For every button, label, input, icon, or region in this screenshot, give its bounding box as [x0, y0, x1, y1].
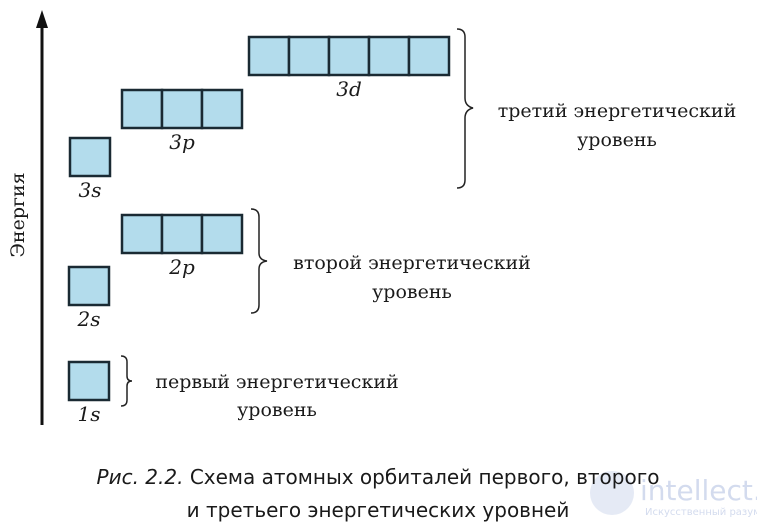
watermark-subtitle: Искусственный разум: [645, 507, 757, 518]
orbital-cell: [67, 265, 111, 307]
orbital-cell: [287, 35, 331, 77]
brace-level-2: [250, 208, 268, 314]
level-3-line2: уровень: [577, 129, 657, 151]
caption-line1: Рис. 2.2. Схема атомных орбиталей первог…: [97, 465, 660, 489]
energy-axis-label: Энергия: [7, 172, 29, 257]
orbital-3s: 3s: [68, 136, 112, 202]
orbital-2p: 2p: [120, 213, 244, 279]
orbital-3p: 3p: [120, 88, 244, 154]
level-1-line1: первый энергетический: [155, 371, 398, 393]
watermark-title: intellect.icu: [640, 474, 757, 507]
orbital-2s: 2s: [67, 265, 111, 331]
level-2-line2: уровень: [372, 281, 452, 303]
orbitals: 1s 2s 2p 3s 3p 3d: [67, 35, 451, 426]
orbital-label: 3d: [336, 77, 362, 101]
orbital-cell: [120, 88, 164, 130]
caption-line2: и третьего энергетических уровней: [187, 498, 570, 522]
energy-axis: [36, 10, 48, 425]
orbital-3d: 3d: [247, 35, 451, 101]
orbital-label: 2s: [77, 307, 101, 331]
brace-level-3: [456, 28, 474, 189]
orbital-cell: [160, 213, 204, 255]
brace-level-1: [120, 355, 133, 407]
orbital-cell: [160, 88, 204, 130]
orbital-label: 2p: [168, 255, 195, 279]
watermark-logo-icon: [590, 471, 634, 515]
level-2-line1: второй энергетический: [293, 252, 531, 274]
orbital-label: 3s: [79, 178, 102, 202]
orbital-label: 3p: [169, 130, 195, 154]
orbital-cell: [200, 213, 244, 255]
orbital-cell: [367, 35, 411, 77]
caption-prefix: Рис. 2.2.: [97, 465, 184, 489]
orbital-label: 1s: [78, 402, 101, 426]
orbital-cell: [200, 88, 244, 130]
level-3-line1: третий энергетический: [498, 100, 737, 122]
orbital-1s: 1s: [67, 360, 111, 426]
orbital-cell: [407, 35, 451, 77]
orbital-cell: [68, 136, 112, 178]
orbital-cell: [247, 35, 291, 77]
arrow-up-icon: [36, 10, 48, 28]
level-1-line2: уровень: [237, 399, 317, 421]
watermark: intellect.icu Искусственный разум: [590, 471, 757, 518]
caption-text: Схема атомных орбиталей первого, второго: [183, 465, 659, 489]
orbital-cell: [67, 360, 111, 402]
orbital-cell: [327, 35, 371, 77]
orbital-cell: [120, 213, 164, 255]
